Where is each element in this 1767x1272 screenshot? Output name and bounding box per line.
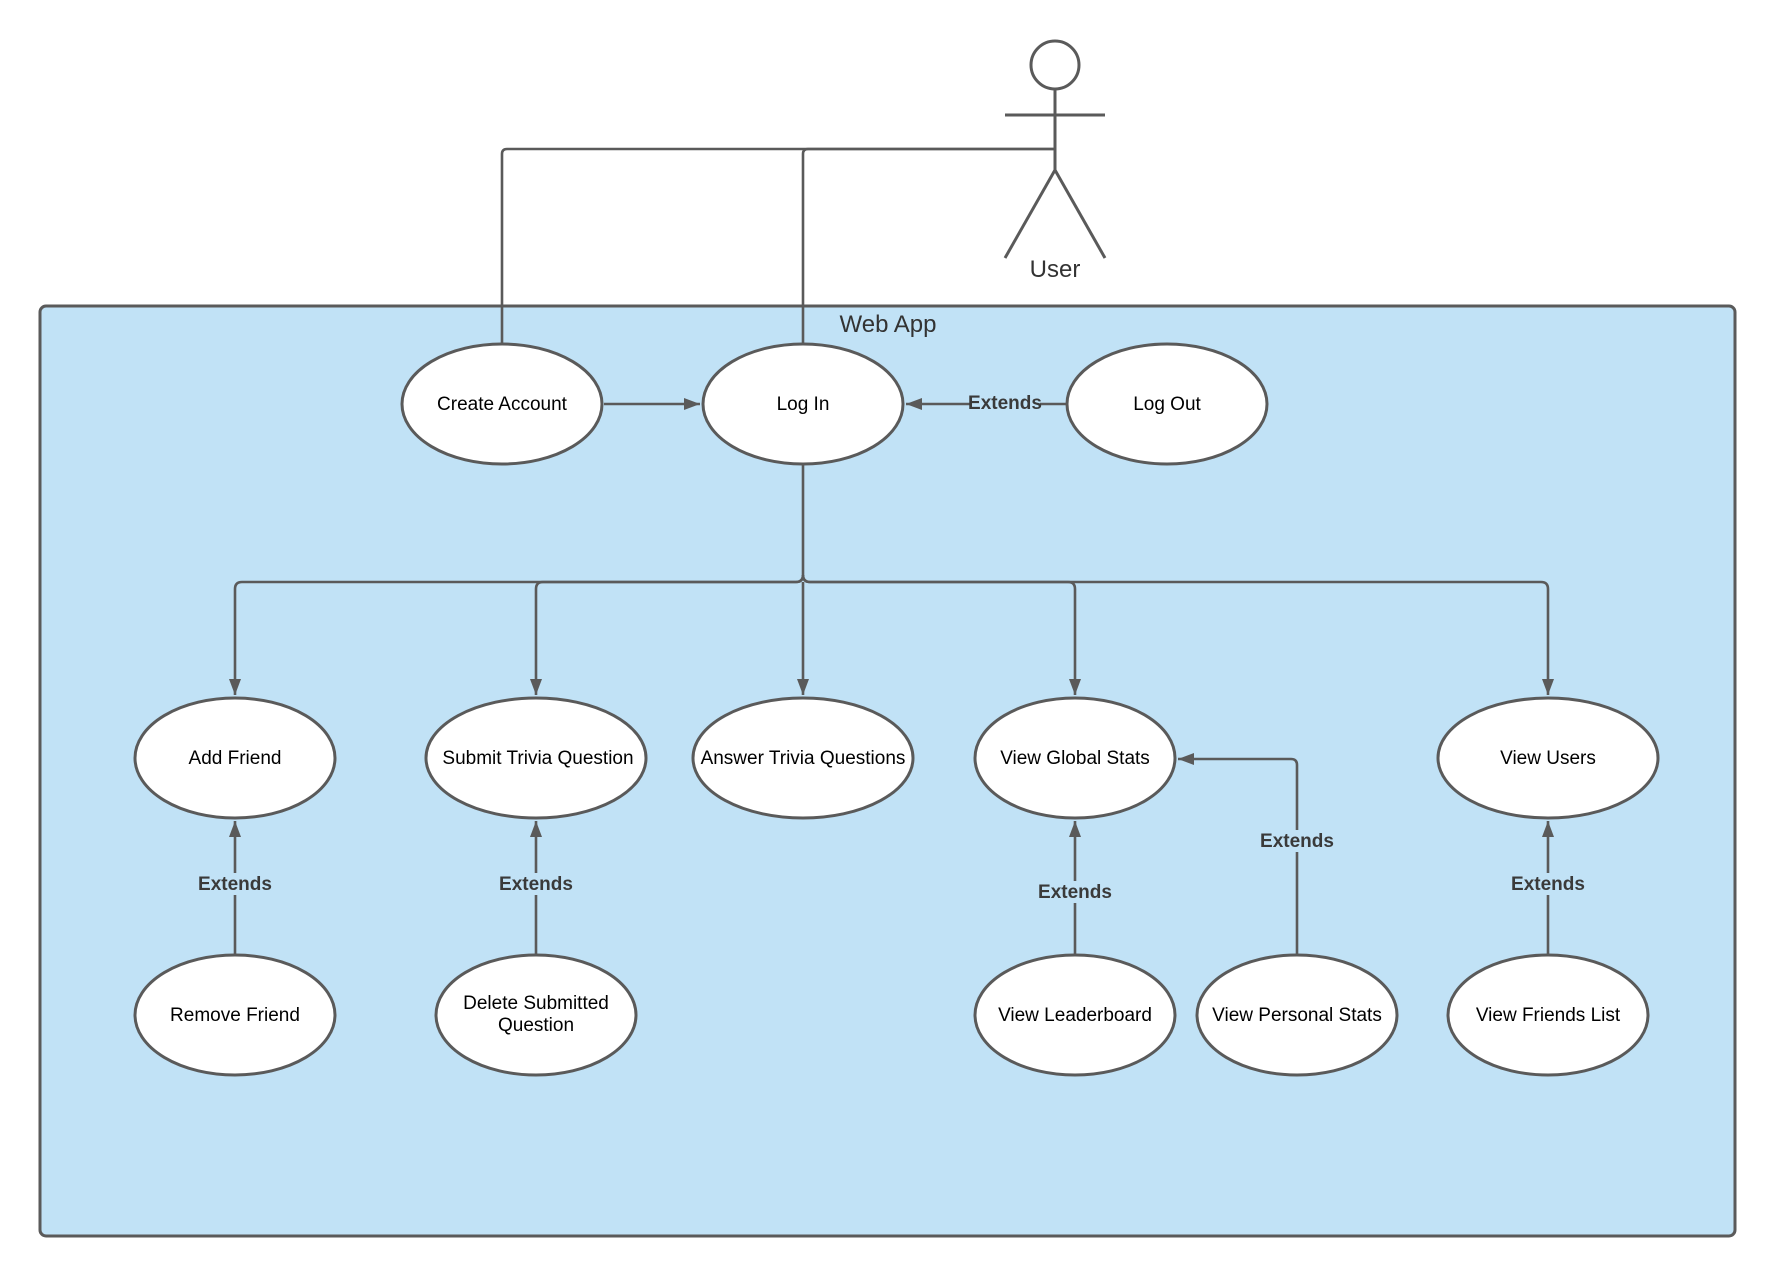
use-case-delete-submitted-question: Delete Submitted Question (434, 953, 638, 1077)
extends-label-bg (970, 392, 1040, 414)
use-case-view-friends-list: View Friends List (1446, 953, 1650, 1077)
use-case-label: View Friends List (1476, 1005, 1621, 1026)
use-case-view-global-stats: View Global Stats (973, 696, 1177, 820)
use-case-label: View Personal Stats (1212, 1005, 1382, 1026)
extends-label-bg (1260, 830, 1334, 852)
extends-label-bg (499, 873, 573, 895)
extends-label-delete: Extends (499, 874, 573, 895)
association-user-create-account (500, 147, 1055, 345)
edge-login-to-view-users (801, 574, 1554, 695)
extends-label-remove: Extends (198, 874, 272, 895)
use-case-add-friend: Add Friend (133, 696, 337, 820)
use-case-remove-friend: Remove Friend (133, 953, 337, 1077)
use-case-label: Create Account (437, 394, 568, 415)
extends-label-logout: Extends (968, 393, 1042, 414)
use-case-view-leaderboard: View Leaderboard (973, 953, 1177, 1077)
extends-label-bg (198, 873, 272, 895)
use-case-view-personal-stats: View Personal Stats (1195, 953, 1399, 1077)
use-case-label: Answer Trivia Questions (701, 748, 906, 769)
use-case-label: Add Friend (189, 748, 282, 769)
extends-label-leaderboard: Extends (1038, 882, 1112, 903)
association-user-log-in (801, 147, 1055, 345)
extends-label-bg (1511, 873, 1585, 895)
system-label: Web App (840, 311, 937, 338)
edge-personal-to-global (1178, 753, 1299, 955)
use-case-label-line2: Question (498, 1015, 574, 1036)
use-case-view-users: View Users (1436, 696, 1660, 820)
use-case-label: View Leaderboard (998, 1005, 1152, 1026)
use-case-submit-trivia-question: Submit Trivia Question (424, 696, 648, 820)
use-case-label: Remove Friend (170, 1005, 300, 1026)
extends-label-bg (1038, 881, 1112, 903)
use-case-label: View Users (1500, 748, 1596, 769)
use-case-label: Log In (777, 394, 830, 415)
use-case-label: View Global Stats (1000, 748, 1150, 769)
use-case-log-in: Log In (701, 342, 905, 466)
actor-label: User (1030, 256, 1081, 283)
use-case-label: Log Out (1133, 394, 1201, 415)
extends-label-personal: Extends (1260, 831, 1334, 852)
edge-login-to-submit (530, 574, 805, 695)
use-case-answer-trivia-questions: Answer Trivia Questions (691, 696, 915, 820)
use-case-create-account: Create Account (400, 342, 604, 466)
extends-label-friends: Extends (1511, 874, 1585, 895)
use-case-label-line1: Delete Submitted (463, 993, 609, 1014)
use-case-log-out: Log Out (1065, 342, 1269, 466)
use-case-label: Submit Trivia Question (442, 748, 633, 769)
actor-user (1003, 39, 1107, 259)
